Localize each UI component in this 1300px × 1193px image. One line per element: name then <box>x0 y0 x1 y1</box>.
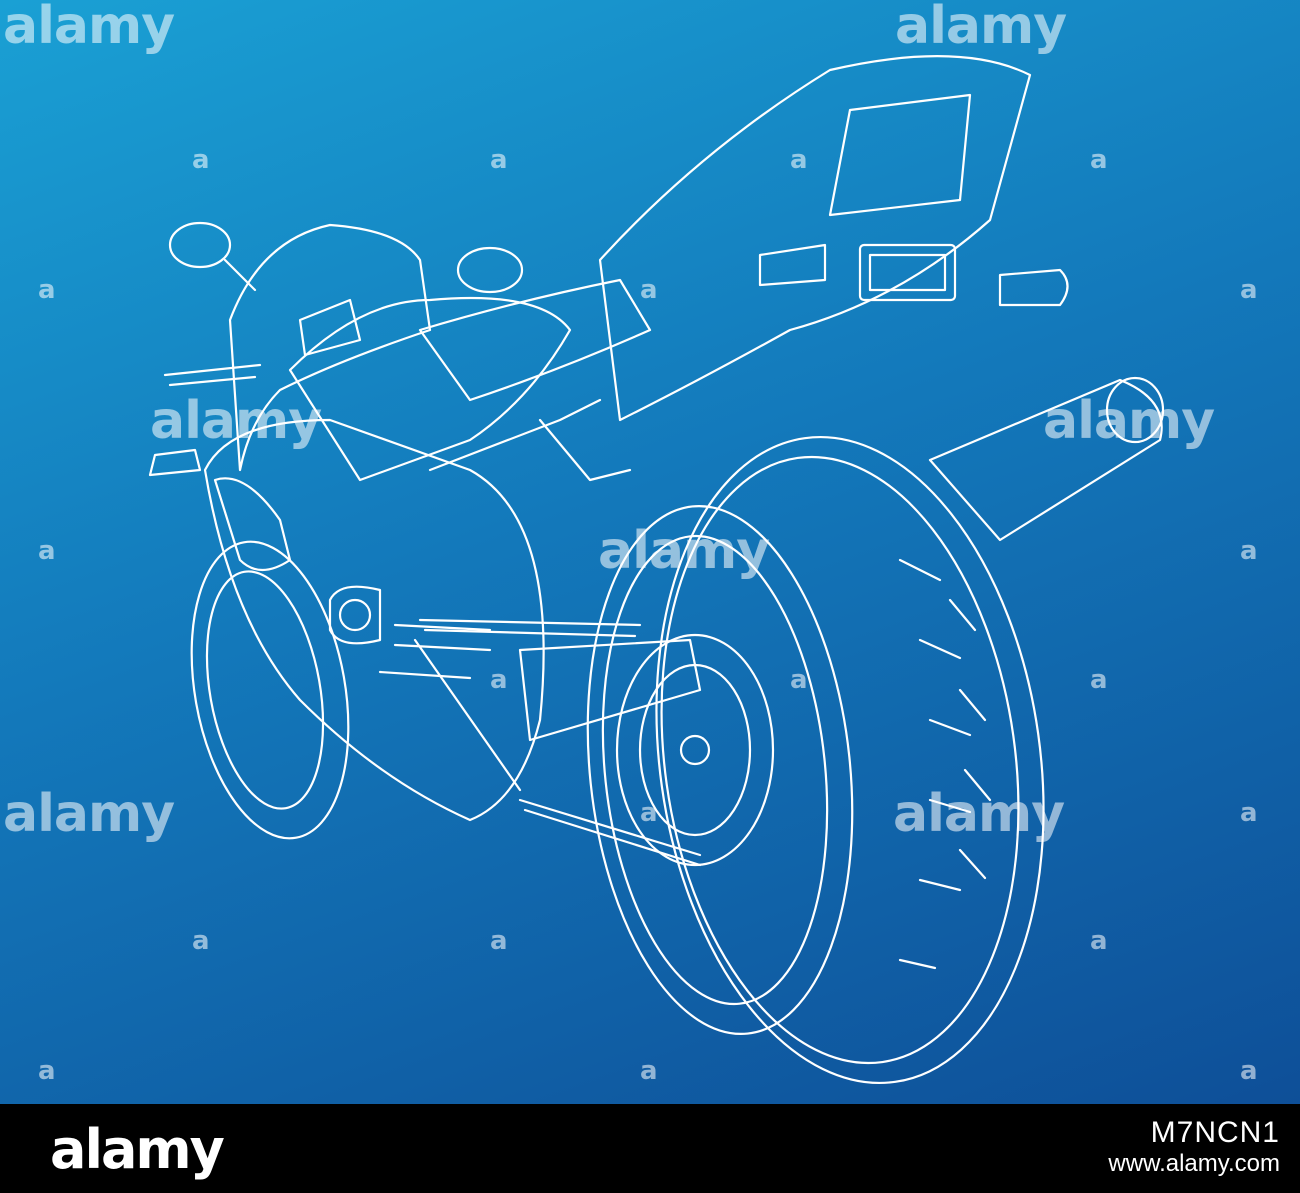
watermark-mark: a <box>1240 536 1258 566</box>
watermark-mark: a <box>1090 926 1108 956</box>
motorcycle-wireframe <box>148 55 1165 1085</box>
seat <box>418 278 652 402</box>
watermark-mark: a <box>38 536 56 566</box>
mirror-left <box>168 221 232 269</box>
swing-arm <box>518 638 702 742</box>
watermark-mark: a <box>790 145 808 175</box>
handlebar <box>163 363 262 387</box>
rear-wheel-rim <box>586 505 854 1035</box>
footer-logo: alamy <box>50 1118 225 1181</box>
watermark: alamy <box>3 0 175 56</box>
fuel-tank <box>288 296 572 482</box>
watermark: alamy <box>150 391 322 451</box>
watermark-mark: a <box>1240 1056 1258 1086</box>
front-fairing <box>228 223 432 472</box>
watermark-mark: a <box>640 798 658 828</box>
watermark-mark: a <box>1090 145 1108 175</box>
watermark-mark: a <box>38 275 56 305</box>
footpeg <box>328 585 382 645</box>
watermark-mark: a <box>490 926 508 956</box>
watermark-mark: a <box>490 145 508 175</box>
watermark-mark: a <box>38 1056 56 1086</box>
watermark: alamy <box>1043 391 1215 451</box>
image-code: M7NCN1 <box>1150 1116 1280 1149</box>
rear-tire <box>655 435 1045 1085</box>
rear-sprocket <box>615 633 775 867</box>
lower-fairing <box>203 418 545 822</box>
image-id-block: M7NCN1 www.alamy.com <box>1108 1116 1280 1178</box>
exhaust-pipe <box>928 378 1163 542</box>
watermark: alamy <box>598 521 770 581</box>
watermark-mark: a <box>1090 665 1108 695</box>
mirror-right <box>456 246 524 294</box>
watermark-mark: a <box>640 1056 658 1086</box>
front-wheel <box>190 540 350 840</box>
illustration-canvas: alamy alamy alamy alamy alamy alamy alam… <box>0 0 1300 1104</box>
watermark-mark: a <box>1240 798 1258 828</box>
watermark: alamy <box>3 784 175 844</box>
watermark-mark: a <box>640 275 658 305</box>
footer-bar: alamy M7NCN1 www.alamy.com <box>0 1104 1300 1193</box>
watermark-mark: a <box>790 665 808 695</box>
watermark-mark: a <box>490 665 508 695</box>
watermark: alamy <box>893 784 1065 844</box>
watermark: alamy <box>895 0 1067 56</box>
watermark-mark: a <box>1240 275 1258 305</box>
site-url[interactable]: www.alamy.com <box>1108 1150 1280 1177</box>
watermark-mark: a <box>192 145 210 175</box>
tail-fairing <box>598 55 1032 422</box>
license-plate <box>858 243 957 302</box>
watermark-mark: a <box>192 926 210 956</box>
drive-chain <box>413 618 702 857</box>
